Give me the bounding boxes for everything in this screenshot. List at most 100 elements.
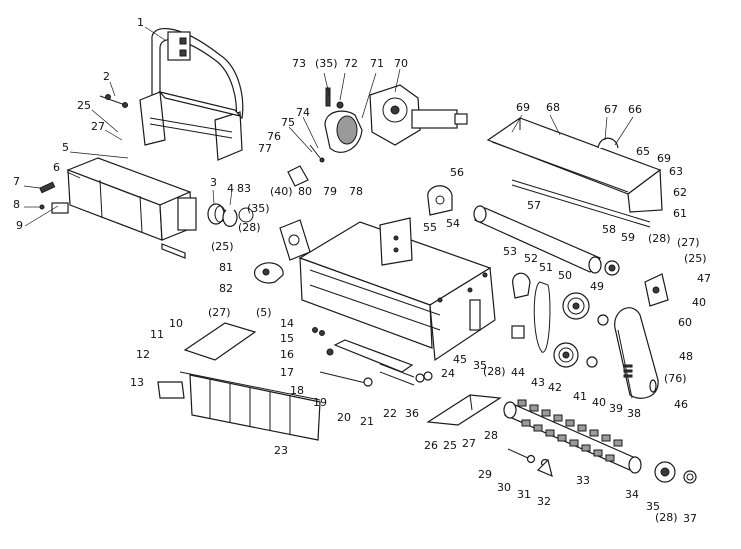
callout-59: 59 xyxy=(621,231,635,244)
part-front-flap xyxy=(157,322,321,441)
part-gearbox xyxy=(324,84,468,153)
callout-6: 6 xyxy=(53,161,60,174)
callout-35-paren-2: (35) xyxy=(247,202,270,215)
callout-25-paren-2: (25) xyxy=(684,252,707,265)
callout-70: 70 xyxy=(394,57,408,70)
callout-26: 26 xyxy=(424,439,438,452)
part-belt-guard xyxy=(614,307,659,399)
callout-5: 5 xyxy=(62,141,69,154)
callout-83: 83 xyxy=(237,182,251,195)
callout-11: 11 xyxy=(150,328,164,341)
callout-50: 50 xyxy=(558,269,572,282)
leader-lines xyxy=(23,26,634,227)
callout-16: 16 xyxy=(280,348,294,361)
part-main-housing xyxy=(298,217,496,362)
callout-65: 65 xyxy=(636,145,650,158)
callout-18: 18 xyxy=(290,384,304,397)
part-end-bearing xyxy=(654,461,697,484)
callout-3: 3 xyxy=(210,176,217,189)
callout-66: 66 xyxy=(628,103,642,116)
callout-7: 7 xyxy=(13,175,20,188)
callout-76-paren: (76) xyxy=(664,372,687,385)
callout-24: 24 xyxy=(441,367,455,380)
part-rear-cover xyxy=(486,117,663,228)
callout-76: 76 xyxy=(267,130,281,143)
callout-27: 27 xyxy=(91,120,105,133)
callout-22: 22 xyxy=(383,407,397,420)
callout-27-paren: (27) xyxy=(208,306,231,319)
callout-29: 29 xyxy=(478,468,492,481)
callout-58: 58 xyxy=(602,223,616,236)
callout-63: 63 xyxy=(669,165,683,178)
callout-28: 28 xyxy=(484,429,498,442)
callout-71: 71 xyxy=(370,57,384,70)
callout-33: 33 xyxy=(576,474,590,487)
callout-39: 39 xyxy=(609,402,623,415)
callout-1: 1 xyxy=(137,16,144,29)
callout-35-b: 35 xyxy=(646,500,660,513)
part-skid xyxy=(426,394,502,426)
part-pin xyxy=(99,94,129,108)
callout-34: 34 xyxy=(625,488,639,501)
callout-12: 12 xyxy=(136,348,150,361)
callout-40-a: 40 xyxy=(692,296,706,309)
callout-51: 51 xyxy=(539,261,553,274)
callout-69-a: 69 xyxy=(516,101,530,114)
callout-25: 25 xyxy=(77,99,91,112)
callout-82: 82 xyxy=(219,282,233,295)
callout-9: 9 xyxy=(16,219,23,232)
callout-19: 19 xyxy=(313,396,327,409)
part-side-plate xyxy=(253,219,311,284)
callout-79: 79 xyxy=(323,185,337,198)
callout-37: 37 xyxy=(683,512,697,525)
callout-10: 10 xyxy=(169,317,183,330)
callout-30: 30 xyxy=(497,481,511,494)
callout-17: 17 xyxy=(280,366,294,379)
callout-72: 72 xyxy=(344,57,358,70)
callout-53: 53 xyxy=(503,245,517,258)
callout-46: 46 xyxy=(674,398,688,411)
callout-69-b: 69 xyxy=(657,152,671,165)
callout-23: 23 xyxy=(274,444,288,457)
callout-8: 8 xyxy=(13,198,20,211)
callout-56: 56 xyxy=(450,166,464,179)
part-roller xyxy=(427,185,602,274)
callout-60: 60 xyxy=(678,316,692,329)
callout-28-paren: (28) xyxy=(238,221,261,234)
callout-48: 48 xyxy=(679,350,693,363)
callout-54: 54 xyxy=(446,217,460,230)
callout-73: 73 xyxy=(292,57,306,70)
callout-32: 32 xyxy=(537,495,551,508)
callout-42: 42 xyxy=(548,381,562,394)
callout-2: 2 xyxy=(103,70,110,83)
callout-28-paren-2: (28) xyxy=(483,365,506,378)
callout-28-paren-4: (28) xyxy=(648,232,671,245)
part-lower-frame xyxy=(39,157,197,259)
part-rotor xyxy=(503,399,642,474)
callout-57: 57 xyxy=(527,199,541,212)
callout-68: 68 xyxy=(546,101,560,114)
callout-44: 44 xyxy=(511,366,525,379)
part-small-hardware xyxy=(287,144,325,187)
part-pulleys xyxy=(511,272,609,368)
callout-43: 43 xyxy=(531,376,545,389)
callout-27-paren-2: (27) xyxy=(677,236,700,249)
part-right-bearing xyxy=(604,260,669,307)
callout-75: 75 xyxy=(281,116,295,129)
callout-35-paren: (35) xyxy=(315,57,338,70)
callout-74: 74 xyxy=(296,106,310,119)
callout-36: 36 xyxy=(405,407,419,420)
callout-14: 14 xyxy=(280,317,294,330)
callout-78: 78 xyxy=(349,185,363,198)
callout-4: 4 xyxy=(227,182,234,195)
callout-15: 15 xyxy=(280,332,294,345)
callout-35: 35 xyxy=(473,359,487,372)
callout-20: 20 xyxy=(337,411,351,424)
callout-61: 61 xyxy=(673,207,687,220)
callout-21: 21 xyxy=(360,415,374,428)
callout-40-b: 40 xyxy=(592,396,606,409)
callout-38: 38 xyxy=(627,407,641,420)
callout-41: 41 xyxy=(573,390,587,403)
part-flail-hardware xyxy=(507,448,553,478)
